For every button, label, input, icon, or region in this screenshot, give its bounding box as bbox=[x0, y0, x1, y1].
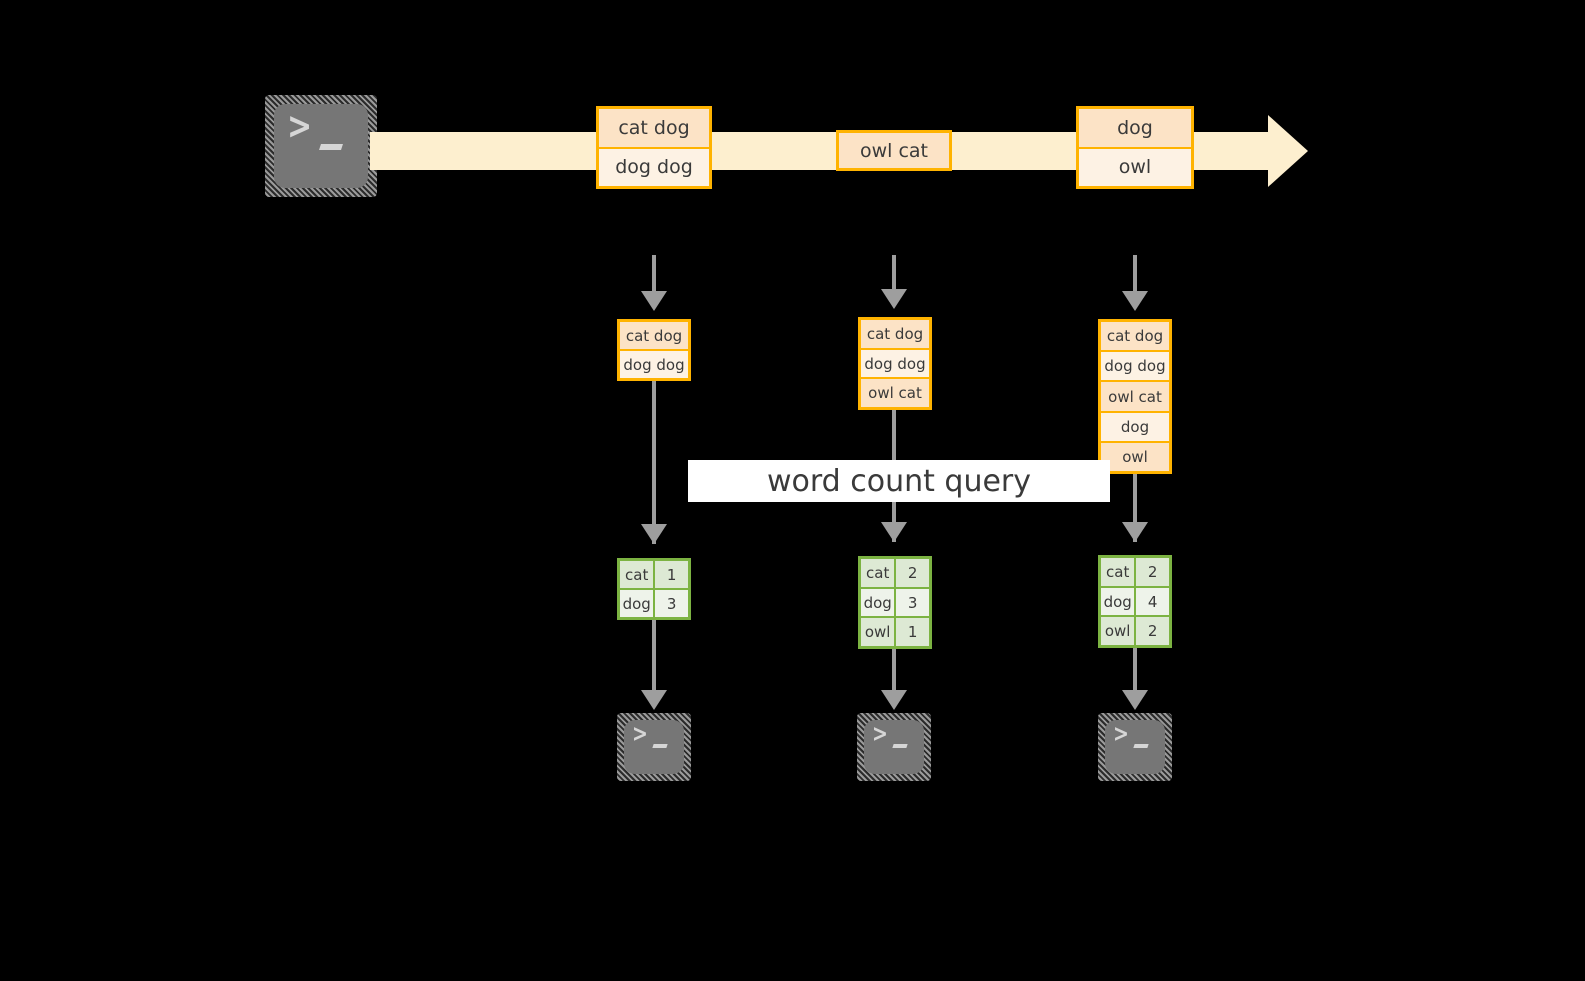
snapshot-input-row: owl cat bbox=[1101, 380, 1169, 411]
snapshot-input-row: dog bbox=[1101, 410, 1169, 441]
result-row: owl 2 bbox=[1101, 615, 1169, 645]
sink-connector bbox=[892, 649, 896, 692]
snapshot-result-table: cat 2 dog 3 owl 1 bbox=[858, 556, 932, 649]
snapshot-input-row: cat dog bbox=[861, 320, 929, 348]
sink-connector-arrowhead bbox=[881, 690, 907, 710]
stream-record-line: cat dog bbox=[599, 109, 709, 147]
result-row: cat 1 bbox=[620, 561, 688, 588]
result-count: 1 bbox=[896, 618, 929, 646]
query-banner-label: word count query bbox=[766, 463, 1032, 499]
terminal-cursor-glyph bbox=[892, 744, 908, 748]
stream-tap-connector bbox=[652, 255, 656, 293]
result-row: cat 2 bbox=[861, 559, 929, 587]
query-connector-arrowhead bbox=[1122, 522, 1148, 542]
snapshot-input-row: owl cat bbox=[861, 377, 929, 407]
stream-record: cat dog dog dog bbox=[596, 106, 712, 189]
result-row: dog 3 bbox=[620, 588, 688, 617]
terminal-prompt-glyph: > bbox=[1113, 720, 1129, 748]
sink-terminal-icon: > bbox=[617, 713, 691, 781]
stream-record-line: owl bbox=[1079, 146, 1191, 186]
result-row: dog 3 bbox=[861, 586, 929, 617]
stream-record: owl cat bbox=[836, 130, 952, 171]
result-word: owl bbox=[1101, 617, 1137, 645]
result-word: dog bbox=[1101, 587, 1137, 616]
sink-connector bbox=[1133, 648, 1137, 692]
stream-tap-arrowhead bbox=[881, 289, 907, 309]
result-word: cat bbox=[620, 561, 656, 588]
result-count: 1 bbox=[655, 561, 688, 588]
result-row: cat 2 bbox=[1101, 558, 1169, 586]
sink-connector-arrowhead bbox=[641, 690, 667, 710]
query-connector-arrowhead bbox=[881, 522, 907, 542]
stream-record: dog owl bbox=[1076, 106, 1194, 189]
result-word: cat bbox=[861, 559, 897, 587]
input-event-stream-arrowhead bbox=[1268, 115, 1308, 187]
query-banner: word count query bbox=[688, 460, 1110, 502]
stream-record-line: owl cat bbox=[839, 133, 949, 168]
result-count: 4 bbox=[1136, 587, 1169, 616]
sink-connector-arrowhead bbox=[1122, 690, 1148, 710]
snapshot-input-row: cat dog bbox=[1101, 322, 1169, 351]
terminal-cursor-glyph bbox=[319, 144, 343, 150]
result-row: owl 1 bbox=[861, 616, 929, 646]
result-count: 3 bbox=[896, 588, 929, 617]
stream-tap-arrowhead bbox=[1122, 291, 1148, 311]
snapshot-result-table: cat 1 dog 3 bbox=[617, 558, 691, 620]
snapshot-input-table: cat dog dog dog owl cat dog owl bbox=[1098, 319, 1172, 474]
terminal-cursor-glyph bbox=[652, 744, 668, 748]
stream-tap-connector bbox=[892, 255, 896, 291]
terminal-prompt-glyph: > bbox=[872, 720, 888, 748]
snapshot-input-table: cat dog dog dog bbox=[617, 319, 691, 381]
terminal-cursor-glyph bbox=[1133, 744, 1149, 748]
result-count: 2 bbox=[1136, 558, 1169, 586]
sink-terminal-icon: > bbox=[857, 713, 931, 781]
snapshot-input-row: dog dog bbox=[1101, 350, 1169, 381]
snapshot-input-row: dog dog bbox=[861, 347, 929, 378]
result-count: 3 bbox=[655, 590, 688, 617]
stream-tap-arrowhead bbox=[641, 291, 667, 311]
terminal-prompt-glyph: > bbox=[287, 104, 313, 149]
snapshot-input-table: cat dog dog dog owl cat bbox=[858, 317, 932, 410]
terminal-prompt-glyph: > bbox=[632, 720, 648, 748]
snapshot-input-row: dog dog bbox=[620, 349, 688, 378]
snapshot-input-row: cat dog bbox=[620, 322, 688, 349]
stream-record-line: dog dog bbox=[599, 146, 709, 186]
result-row: dog 4 bbox=[1101, 585, 1169, 616]
stream-record-line: dog bbox=[1079, 109, 1191, 147]
snapshot-result-table: cat 2 dog 4 owl 2 bbox=[1098, 555, 1172, 648]
stream-tap-connector bbox=[1133, 255, 1137, 293]
source-terminal-icon: > bbox=[265, 95, 377, 197]
result-word: dog bbox=[620, 590, 656, 617]
result-count: 2 bbox=[896, 559, 929, 587]
query-connector bbox=[1133, 474, 1137, 542]
sink-terminal-icon: > bbox=[1098, 713, 1172, 781]
result-count: 2 bbox=[1136, 617, 1169, 645]
query-connector bbox=[652, 381, 656, 544]
snapshot-input-row: owl bbox=[1101, 440, 1169, 471]
result-word: owl bbox=[861, 618, 897, 646]
result-word: cat bbox=[1101, 558, 1137, 586]
query-connector-arrowhead bbox=[641, 524, 667, 544]
sink-connector bbox=[652, 620, 656, 692]
result-word: dog bbox=[861, 588, 897, 617]
